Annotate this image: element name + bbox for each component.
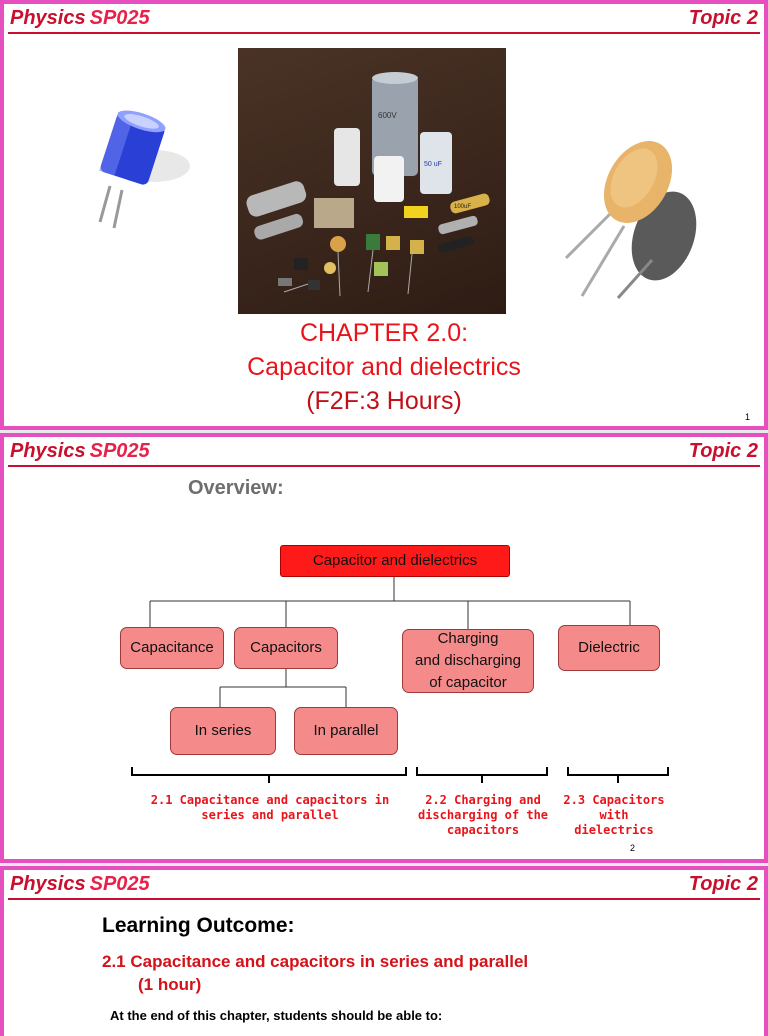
- chapter-title: CHAPTER 2.0: Capacitor and dielectrics (…: [104, 316, 664, 418]
- electrolytic-capacitor-image: [98, 110, 190, 229]
- chapter-number: CHAPTER 2.0:: [299, 319, 469, 347]
- caption-capacitance: 2.1 Capacitance and capacitors in series…: [150, 793, 390, 822]
- photo-label-uf: 50 uF: [424, 161, 442, 168]
- page-number: 1: [744, 412, 750, 422]
- caption-dielectrics: 2.3 Capacitors with dielectrics: [563, 793, 665, 837]
- node-in-series: In series: [170, 707, 276, 755]
- node-in-parallel: In parallel: [294, 707, 398, 755]
- topic-label: Topic 2: [688, 7, 758, 29]
- outcome-intro: At the end of this chapter, students sho…: [110, 1008, 443, 1023]
- learning-outcome-title: Learning Outcome:: [102, 914, 295, 937]
- node-capacitors: Capacitors: [234, 627, 338, 669]
- capacitors-photo: 600V 50 uF 100uF: [238, 48, 506, 314]
- header-divider: [8, 32, 760, 34]
- node-charging-discharging: Charging and discharging of capacitor: [402, 629, 534, 693]
- node-dielectric: Dielectric: [558, 625, 660, 671]
- overview-title: Overview:: [188, 477, 284, 499]
- page-number: 2: [630, 843, 636, 853]
- node-capacitance: Capacitance: [120, 627, 224, 669]
- root-node: Capacitor and dielectrics: [280, 545, 510, 577]
- topic-label: Topic 2: [688, 873, 758, 895]
- photo-label-axial: 100uF: [454, 204, 471, 210]
- header-divider: [8, 898, 760, 900]
- chapter-hours: (F2F:3 Hours): [306, 387, 462, 415]
- tree-connectors: [131, 577, 669, 783]
- header-divider: [8, 465, 760, 467]
- chapter-name: Capacitor and dielectrics: [247, 353, 521, 381]
- section-heading: 2.1 Capacitance and capacitors in series…: [102, 952, 529, 994]
- topic-label: Topic 2: [688, 440, 758, 462]
- ceramic-capacitor-image: [564, 141, 697, 300]
- photo-label-voltage: 600V: [378, 111, 397, 120]
- caption-charging: 2.2 Charging and discharging of the capa…: [417, 793, 549, 837]
